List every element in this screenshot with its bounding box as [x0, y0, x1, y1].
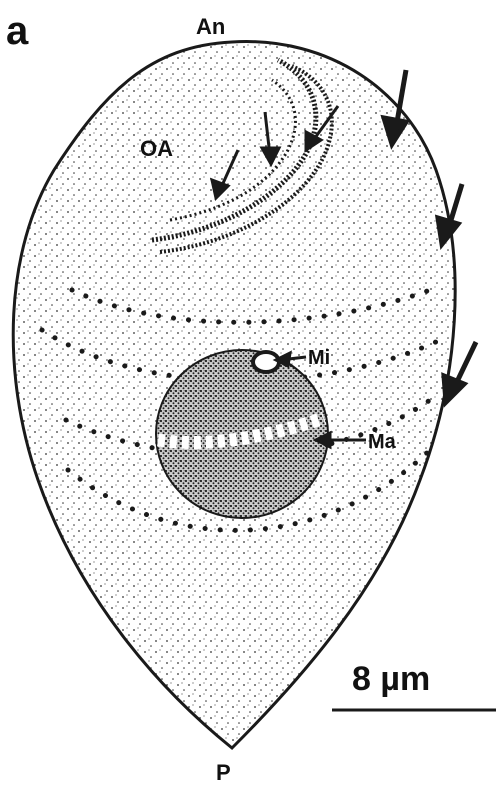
label-posterior: P: [216, 760, 231, 785]
label-anterior: An: [196, 14, 225, 39]
arrow-head: [438, 218, 458, 244]
panel-label: a: [6, 9, 29, 53]
label-macronucleus: Ma: [368, 431, 397, 453]
scale-bar: 8 µm: [332, 660, 496, 710]
arrow-head: [444, 376, 464, 402]
scale-bar-text: 8 µm: [352, 660, 430, 698]
label-micronucleus: Mi: [308, 347, 330, 369]
label-oral-apparatus: OA: [140, 136, 173, 161]
micronucleus: [253, 352, 279, 372]
